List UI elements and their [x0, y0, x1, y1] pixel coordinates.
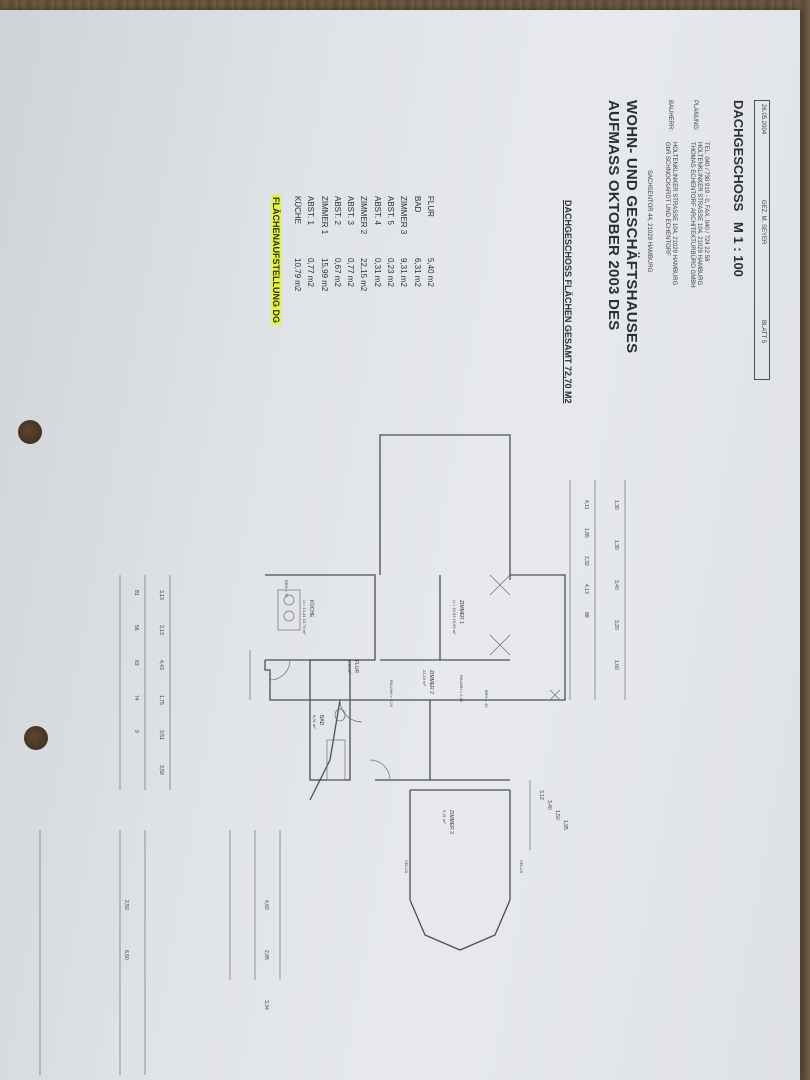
door-swing [269, 659, 291, 681]
punch-hole [18, 420, 42, 444]
dimension-text: 2,32 [583, 556, 589, 566]
dimension-text: 4,11 [583, 500, 589, 510]
chimney [489, 574, 511, 596]
plan-annotation: BRH = 70 [284, 580, 289, 598]
dimension-text: 3,59 [158, 765, 164, 775]
dimension-text: 3,12 [538, 790, 544, 800]
dimension-text: 3,13 [158, 625, 164, 635]
dimension-text: 63 [133, 660, 139, 666]
dimension-text: 3,13 [158, 590, 164, 600]
bathtub [326, 739, 346, 781]
dimension-text: 1,85 [583, 528, 589, 538]
dimension-text: 3,20 [613, 620, 619, 630]
dimension-text: 3,51 [158, 730, 164, 740]
wall [264, 660, 510, 701]
chimney [549, 689, 561, 701]
wall [379, 434, 511, 580]
room-area-label: 5,40 m² [347, 660, 352, 674]
dimension-text: 4,13 [583, 584, 589, 594]
dimension-text: 1,30 [613, 540, 619, 550]
chimney [489, 634, 511, 656]
punch-hole [24, 726, 48, 750]
dimension-text: 56 [133, 625, 139, 631]
dimension-text: 1,30 [613, 500, 619, 510]
hob-ring [283, 610, 295, 622]
wall [265, 574, 376, 661]
dimension-text: 1,60 [613, 660, 619, 670]
room-area-label: U = 15,93 15,99 m² [452, 600, 457, 635]
dimension-text: 88 [583, 612, 589, 618]
hob-ring [283, 594, 295, 606]
room-area-label: 6,31 m² [312, 715, 317, 729]
plan-annotation: VELUX [519, 860, 524, 873]
stove [277, 589, 301, 631]
dimension-text: 81 [133, 590, 139, 596]
room-label: BAD [318, 715, 324, 726]
wall [510, 574, 566, 701]
dimension-text: 3,34 [263, 1000, 269, 1010]
plan-annotation: RAUMH = 2,48 [459, 675, 464, 703]
room-area-label: 22,15 m² [422, 670, 427, 686]
dimension-text: 1,95 [562, 820, 568, 830]
dimension-text: 1,50 [554, 810, 560, 820]
room-label: ZIMMER 3 [448, 810, 454, 834]
dimension-text: 3,40 [613, 580, 619, 590]
dimension-text: 74 [133, 695, 139, 701]
toilet [334, 708, 346, 722]
dimension-text: 4,43 [158, 660, 164, 670]
room-label: ZIMMER 1 [458, 600, 464, 624]
wall [309, 699, 341, 801]
plan-annotation: BRH = 42 [484, 690, 489, 708]
bay-window-wall [409, 899, 511, 951]
dimension-text: 2,50 [123, 900, 129, 910]
dimension-text: 6,50 [123, 950, 129, 960]
paper-sheet [0, 10, 800, 1080]
plan-annotation: RAUMH = 2,22 [389, 680, 394, 708]
dimension-text: 2,85 [263, 950, 269, 960]
door-swing [369, 759, 391, 781]
room-label: KÜCHE [308, 600, 315, 618]
door-swing [339, 699, 363, 723]
room-label: FLUR [353, 660, 359, 673]
dimension-text: 3,40 [546, 800, 552, 810]
dimension-text: 4,60 [263, 900, 269, 910]
room-area-label: U = 13,41 10,79 m² [302, 600, 307, 635]
plan-annotation: VELUX [404, 860, 409, 873]
dimension-text: 1,75 [158, 695, 164, 705]
dimension-text: 9 [133, 730, 139, 733]
room-label: ZIMMER 2 [428, 670, 434, 694]
room-area-label: 9,31 m² [442, 810, 447, 824]
